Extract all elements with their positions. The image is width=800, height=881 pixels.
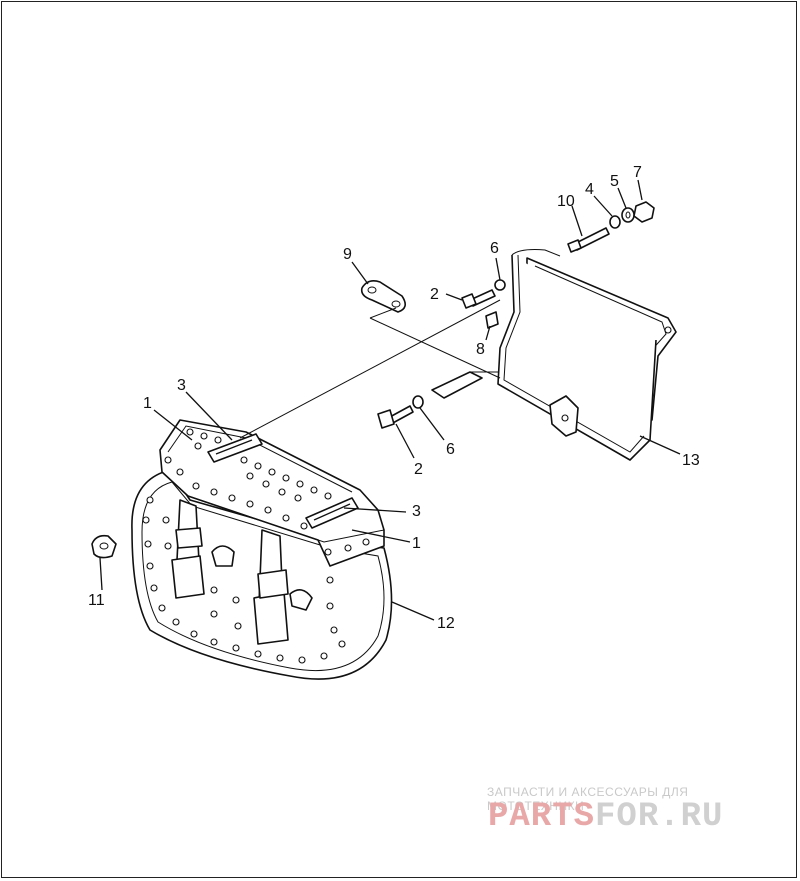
callout-2: 2 <box>414 461 423 478</box>
callout-9: 9 <box>343 246 352 263</box>
watermark-logo-part2: FOR.RU <box>595 798 724 836</box>
callout-1: 1 <box>412 535 421 552</box>
watermark-tagline: ЗАПЧАСТИ И АКСЕССУАРЫ ДЛЯ МОТОТЕХНИКИ <box>487 785 689 813</box>
watermark-logo-part1: PARTS <box>488 798 596 836</box>
mounting-bracket <box>431 249 677 461</box>
callout-4: 4 <box>585 181 594 198</box>
watermark-logo: PARTSFOR.RU <box>488 798 723 836</box>
callout-3: 3 <box>177 377 186 394</box>
callout-2: 2 <box>430 286 439 303</box>
callout-3: 3 <box>412 503 421 520</box>
callout-1: 1 <box>143 395 152 412</box>
callout-10: 10 <box>557 193 575 210</box>
saddlebag <box>131 419 393 680</box>
callout-12: 12 <box>437 615 455 632</box>
callout-5: 5 <box>610 173 619 190</box>
callout-8: 8 <box>476 341 485 358</box>
rivet-pattern <box>142 428 370 664</box>
callout-6: 6 <box>446 441 455 458</box>
callout-6: 6 <box>490 240 499 257</box>
callout-11: 11 <box>88 592 105 609</box>
leader-lines <box>99 179 681 621</box>
callout-13: 13 <box>682 452 700 469</box>
fasteners <box>91 201 655 559</box>
callout-7: 7 <box>633 164 642 181</box>
callout-labels: 1 1 2 2 3 3 4 5 6 6 7 8 9 10 11 12 13 <box>88 164 700 632</box>
